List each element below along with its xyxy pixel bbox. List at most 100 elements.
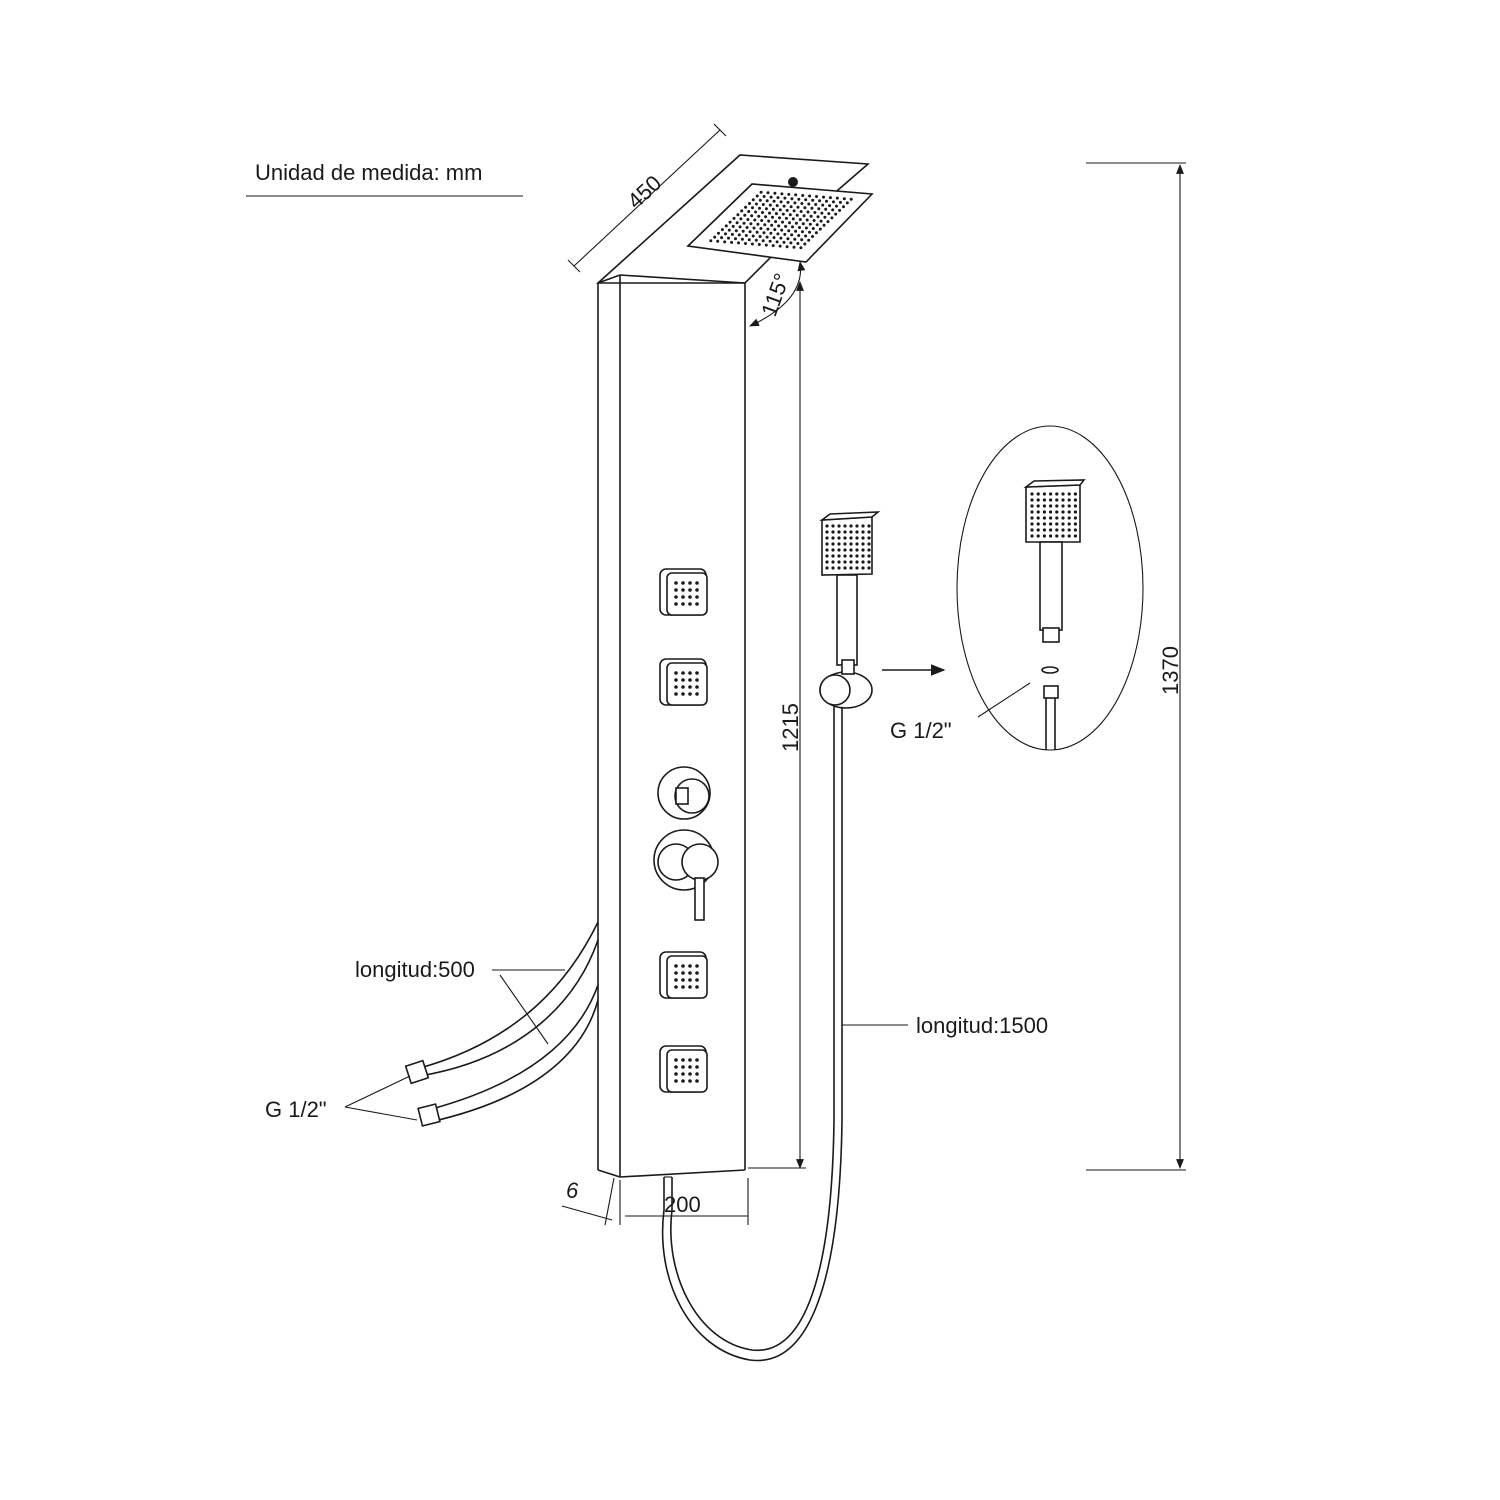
panel-top (595, 154, 870, 1178)
nozzle-dot (688, 1079, 692, 1083)
nozzle-dot (861, 548, 865, 552)
nozzle-dot (811, 227, 815, 230)
nozzle-dot (752, 226, 756, 230)
nozzle-dot (759, 190, 763, 194)
nozzle-dot (825, 560, 829, 564)
nozzle-dot (855, 560, 859, 564)
nozzle-dot (1067, 492, 1071, 496)
nozzle-dot (764, 207, 768, 211)
body-jet-face (666, 1049, 708, 1093)
nozzle-dot (843, 560, 847, 564)
nozzle-dot (827, 212, 831, 216)
nozzle-dot (688, 964, 692, 968)
nozzle-dot (1036, 528, 1040, 532)
nozzle-dot (758, 235, 762, 238)
nozzle-dot (720, 228, 724, 232)
nozzle-dot (744, 242, 747, 245)
mixer-lever (653, 829, 719, 921)
nozzle-dot (807, 202, 811, 206)
nozzle-dot (786, 200, 790, 204)
nozzle-dot (826, 220, 830, 224)
nozzle-dot (789, 205, 793, 209)
nozzle-dot (1061, 522, 1065, 526)
nozzle-dot (792, 245, 796, 249)
nozzle-dot (754, 238, 758, 242)
nozzle-dot (773, 191, 777, 195)
nozzle-dot (1036, 522, 1040, 526)
nozzle-dot (780, 228, 784, 232)
nozzle-dot (713, 235, 717, 239)
hand-shower-hose (661, 700, 843, 1362)
nozzle-dot (788, 221, 791, 225)
nozzle-dot (849, 197, 853, 201)
nozzle-dot (843, 536, 847, 540)
tilt-angle-mark: 115° (749, 261, 806, 327)
nozzle-dot (761, 211, 764, 214)
nozzle-dot (861, 566, 865, 570)
nozzle-dot (799, 210, 803, 213)
nozzle-dot (778, 244, 782, 248)
detail-callout: G 1/2" (890, 425, 1144, 751)
nozzle-dot (764, 215, 768, 219)
nozzle-dot (831, 542, 835, 546)
nozzle-dot (772, 199, 776, 203)
nozzle-dot (674, 1058, 678, 1062)
nozzle-dot (817, 207, 821, 211)
nozzle-dot (830, 216, 834, 220)
nozzle-dot (1030, 528, 1034, 532)
nozzle-dot (1049, 510, 1053, 514)
nozzle-dot (774, 212, 778, 216)
nozzle-dot (681, 595, 685, 599)
nozzle-dot (780, 192, 784, 196)
nozzle-dot (1073, 528, 1077, 532)
nozzle-dot (761, 239, 765, 243)
nozzle-dot (1073, 504, 1077, 508)
nozzle-dot (761, 203, 765, 206)
nozzle-dot (766, 191, 770, 195)
nozzle-dot (688, 1065, 692, 1069)
nozzle-dot (1073, 522, 1077, 526)
nozzle-dot (695, 588, 699, 592)
nozzle-dot (695, 978, 699, 982)
nozzle-dot (820, 211, 824, 215)
nozzle-dot (1055, 504, 1059, 508)
nozzle-dot (730, 240, 734, 244)
nozzle-dot (688, 985, 692, 989)
nozzle-dot (774, 220, 778, 224)
nozzle-dot (825, 566, 829, 570)
nozzle-dot (828, 204, 832, 208)
nozzle-dot (797, 234, 801, 237)
nozzle-dot (831, 536, 835, 540)
nozzle-dot (861, 530, 865, 534)
nozzle-dot (803, 242, 807, 246)
inlet-length-label: longitud:500 (355, 957, 475, 982)
nozzle-dot (843, 548, 847, 552)
nozzle-dot (674, 602, 678, 606)
nozzle-dot (787, 192, 791, 196)
nozzle-dot (688, 595, 692, 599)
nozzle-dot (1073, 510, 1077, 514)
nozzle-dot (807, 238, 811, 242)
unit-title: Unidad de medida: mm (255, 160, 482, 185)
nozzle-dot (837, 566, 841, 570)
nozzle-dot (688, 671, 692, 675)
nozzle-dot (674, 692, 678, 696)
nozzle-dot (765, 199, 769, 203)
nozzle-dot (800, 202, 804, 205)
nozzle-dot (1042, 516, 1046, 520)
nozzle-dot (843, 554, 847, 558)
nozzle-dot (681, 1065, 685, 1069)
nozzle-dot (834, 212, 838, 216)
nozzle-dot (805, 218, 809, 222)
nozzle-dot (750, 214, 754, 218)
nozzle-dot (688, 581, 692, 585)
nozzle-dot (770, 223, 774, 227)
nozzle-dot (674, 671, 678, 675)
nozzle-dot (674, 678, 678, 682)
nozzle-dot (709, 239, 713, 243)
nozzle-dot (849, 542, 853, 546)
nozzle-dot (1055, 516, 1059, 520)
nozzle-dot (813, 211, 817, 214)
nozzle-dot (681, 971, 685, 975)
nozzle-dot (768, 239, 772, 243)
